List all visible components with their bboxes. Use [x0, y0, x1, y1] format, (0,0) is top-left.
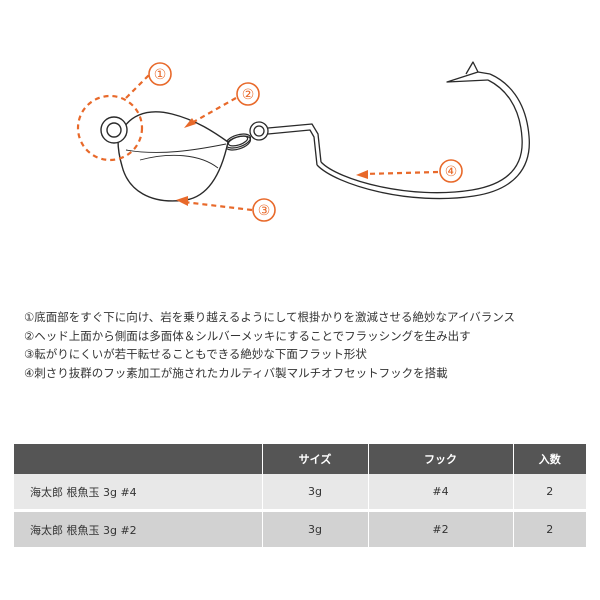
- split-ring: [224, 133, 252, 151]
- product-illustration: ① ② ③ ④: [76, 61, 530, 222]
- feature-list: ①底面部をすぐ下に向け、岩を乗り越えるようにして根掛かりを激減させる絶妙なアイバ…: [24, 308, 580, 382]
- jig-head: [100, 111, 229, 202]
- callout-number-1: ①: [154, 67, 167, 83]
- header-size: サイズ: [262, 444, 369, 474]
- callout-badge-1: [148, 62, 172, 86]
- callout-badge-4: [439, 159, 463, 183]
- table-row: 海太郎 根魚玉 3g #2 3g #2 2: [14, 510, 586, 550]
- callout-markers: [76, 62, 463, 222]
- product-name-cell: 海太郎 根魚玉 3g #4: [14, 474, 263, 512]
- hook-cell: #2: [368, 510, 514, 550]
- quantity-cell: 2: [513, 474, 586, 512]
- product-name-cell: 海太郎 根魚玉 3g #2: [14, 510, 263, 550]
- spec-table-header: サイズ フック 入数: [14, 444, 586, 474]
- feature-item-1: ①底面部をすぐ下に向け、岩を乗り越えるようにして根掛かりを激減させる絶妙なアイバ…: [24, 310, 516, 324]
- feature-item-3: ③転がりにくいが若干転せることもできる絶妙な下面フラット形状: [24, 347, 367, 361]
- callout-number-2: ②: [242, 87, 255, 103]
- quantity-cell: 2: [513, 510, 586, 550]
- size-cell: 3g: [262, 474, 369, 512]
- line-tie-ring: [249, 121, 269, 141]
- spec-table: サイズ フック 入数 海太郎 根魚玉 3g #4 3g #4 2 海太郎 根魚玉…: [14, 444, 586, 550]
- callout-leader-4: [363, 170, 439, 176]
- callout-badge-3: [252, 198, 276, 222]
- callout-number-3: ③: [258, 203, 271, 219]
- size-cell: 3g: [262, 510, 369, 550]
- callout-leader-1: [125, 73, 151, 99]
- header-name: [14, 444, 263, 474]
- table-row: 海太郎 根魚玉 3g #4 3g #4 2: [14, 474, 586, 512]
- callout-circle-1: [76, 94, 144, 162]
- callout-badge-2: [236, 82, 260, 106]
- callout-leader-2: [189, 97, 237, 125]
- header-hook: フック: [368, 444, 514, 474]
- hook-cell: #4: [368, 474, 514, 512]
- header-quantity: 入数: [513, 444, 586, 474]
- callout-numbers: ① ② ③ ④: [154, 67, 458, 219]
- callout-leader-3: [183, 200, 253, 212]
- feature-item-4: ④刺さり抜群のフッ素加工が施されたカルティバ製マルチオフセットフックを搭載: [24, 365, 448, 380]
- callout-number-4: ④: [445, 164, 458, 180]
- offset-hook: [267, 61, 530, 200]
- feature-item-2: ②ヘッド上面から側面は多面体＆シルバーメッキにすることでフラッシングを生み出す: [24, 328, 471, 343]
